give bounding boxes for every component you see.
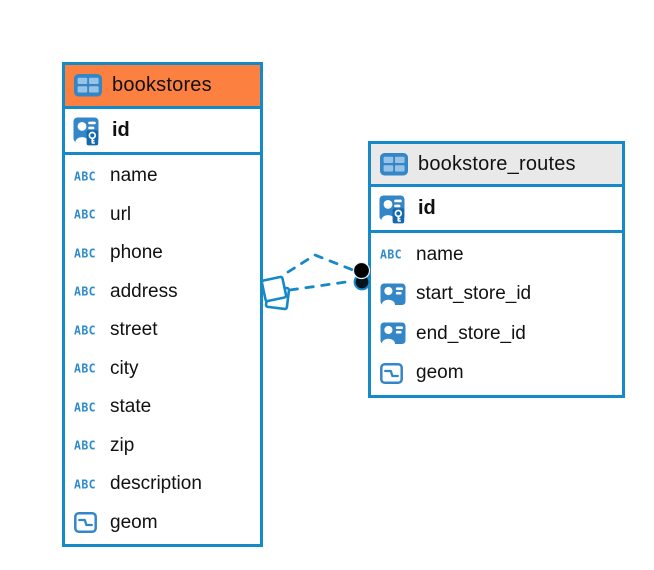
column-row-street[interactable]: ABC street	[65, 311, 260, 350]
column-row-description[interactable]: ABC description	[65, 465, 260, 504]
table-title: bookstore_routes	[418, 152, 576, 175]
column-row-id[interactable]: id	[371, 187, 622, 233]
column-name: url	[110, 203, 132, 225]
one-marker-dots[interactable]	[352, 261, 371, 291]
column-row-phone[interactable]: ABC phone	[65, 234, 260, 273]
many-marker-squares[interactable]	[260, 275, 291, 311]
column-row-address[interactable]: ABC address	[65, 273, 260, 312]
table-bookstores-header[interactable]: bookstores	[65, 65, 260, 109]
column-row-id[interactable]: id	[65, 109, 260, 155]
column-name: zip	[110, 434, 135, 456]
column-name: name	[416, 243, 464, 265]
column-row-end-store-id[interactable]: end_store_id	[371, 314, 622, 354]
text-type-icon: ABC	[74, 437, 96, 453]
text-type-icon: ABC	[74, 360, 96, 376]
text-type-icon: ABC	[74, 167, 96, 183]
column-row-city[interactable]: ABC city	[65, 350, 260, 389]
text-type-icon: ABC	[74, 321, 96, 337]
text-type-icon: ABC	[74, 206, 96, 222]
table-bookstore-routes[interactable]: bookstore_routes id ABC name start_store…	[368, 141, 625, 398]
text-type-icon: ABC	[74, 398, 96, 414]
column-row-url[interactable]: ABC url	[65, 196, 260, 235]
column-name: id	[418, 197, 436, 219]
column-row-geom[interactable]: geom	[65, 504, 260, 543]
table-bookstores[interactable]: bookstores id ABC name ABC url ABC phone…	[62, 62, 263, 547]
table-title: bookstores	[112, 74, 212, 96]
text-type-icon: ABC	[74, 244, 96, 260]
column-name: start_store_id	[416, 283, 532, 305]
text-type-icon: ABC	[380, 246, 402, 262]
column-name: geom	[416, 362, 464, 384]
column-name: city	[110, 357, 139, 379]
column-name: phone	[110, 242, 163, 264]
relationship-line-start-store[interactable]	[286, 253, 355, 274]
text-type-icon: ABC	[74, 283, 96, 299]
column-name: end_store_id	[416, 322, 526, 344]
column-name: state	[110, 396, 152, 418]
column-row-name[interactable]: ABC name	[371, 235, 622, 275]
column-row-zip[interactable]: ABC zip	[65, 427, 260, 466]
column-name: geom	[110, 511, 158, 533]
column-name: street	[110, 319, 158, 341]
column-row-geom[interactable]: geom	[371, 354, 622, 394]
column-name: description	[110, 473, 202, 495]
column-name: name	[110, 165, 158, 187]
relationship-line-end-store[interactable]	[288, 279, 355, 292]
column-list: ABC name start_store_id end_store_id ge	[371, 233, 622, 395]
table-bookstore-routes-header[interactable]: bookstore_routes	[371, 144, 622, 187]
column-name: address	[110, 280, 178, 302]
text-type-icon: ABC	[74, 475, 96, 491]
column-name: id	[112, 119, 130, 141]
column-row-start-store-id[interactable]: start_store_id	[371, 275, 622, 315]
column-list: ABC name ABC url ABC phone ABC address A…	[65, 155, 260, 544]
column-row-state[interactable]: ABC state	[65, 388, 260, 427]
column-row-name[interactable]: ABC name	[65, 157, 260, 196]
